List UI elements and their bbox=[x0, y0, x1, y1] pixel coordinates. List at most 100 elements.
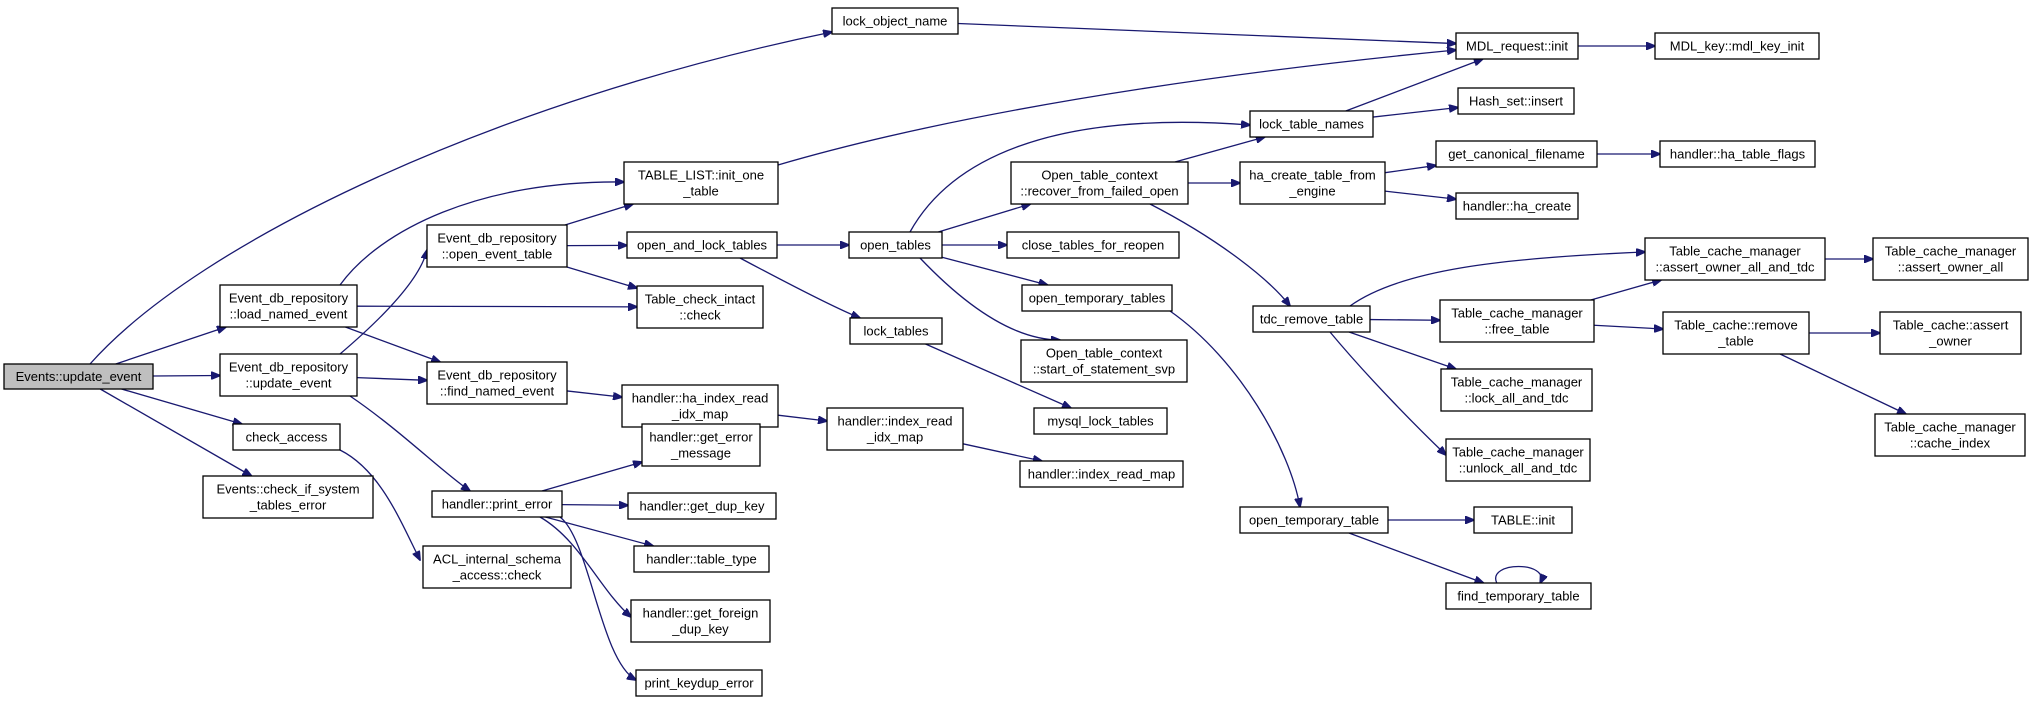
node-box[interactable] bbox=[1874, 413, 2026, 457]
node-print_keydup_error[interactable]: print_keydup_error bbox=[635, 669, 763, 697]
node-box[interactable] bbox=[1006, 231, 1180, 259]
node-table_type[interactable]: handler::table_type bbox=[633, 545, 770, 573]
edge-load_named_event-to-TABLE_LIST_init_one_table bbox=[339, 182, 624, 286]
node-mysql_lock_tables[interactable]: mysql_lock_tables bbox=[1033, 407, 1168, 435]
node-get_dup_key[interactable]: handler::get_dup_key bbox=[627, 492, 777, 520]
node-check_access[interactable]: check_access bbox=[232, 423, 341, 451]
node-TABLE_init[interactable]: TABLE::init bbox=[1473, 506, 1573, 534]
node-find_named_event[interactable]: Event_db_repository::find_named_event bbox=[426, 361, 568, 405]
node-box[interactable] bbox=[1252, 305, 1371, 333]
node-box[interactable] bbox=[1021, 284, 1173, 312]
node-TABLE_LIST_init_one_table[interactable]: TABLE_LIST::init_one_table bbox=[623, 161, 779, 205]
node-unlock_all_and_tdc[interactable]: Table_cache_manager::unlock_all_and_tdc bbox=[1445, 438, 1591, 482]
node-box[interactable] bbox=[1435, 140, 1598, 168]
node-box[interactable] bbox=[1455, 192, 1579, 220]
node-assert_owner_all_and_tdc[interactable]: Table_cache_manager::assert_owner_all_an… bbox=[1644, 237, 1826, 281]
node-box[interactable] bbox=[1644, 237, 1826, 281]
node-box[interactable] bbox=[623, 161, 779, 205]
node-lock_table_names[interactable]: lock_table_names bbox=[1249, 110, 1374, 138]
node-update_event[interactable]: Events::update_event bbox=[3, 363, 154, 390]
node-box[interactable] bbox=[1879, 311, 2022, 355]
node-cache_index[interactable]: Table_cache_manager::cache_index bbox=[1874, 413, 2026, 457]
node-box[interactable] bbox=[1445, 582, 1592, 610]
node-ha_create[interactable]: handler::ha_create bbox=[1455, 192, 1579, 220]
node-box[interactable] bbox=[641, 423, 761, 467]
node-box[interactable] bbox=[431, 490, 563, 518]
node-recover_from_failed_open[interactable]: Open_table_context::recover_from_failed_… bbox=[1010, 161, 1189, 205]
node-box[interactable] bbox=[633, 545, 770, 573]
node-ha_index_read_idx_map[interactable]: handler::ha_index_read_idx_map bbox=[621, 384, 779, 428]
node-box[interactable] bbox=[219, 353, 358, 397]
node-box[interactable] bbox=[1019, 460, 1184, 488]
node-box[interactable] bbox=[1872, 237, 2029, 281]
node-box[interactable] bbox=[635, 669, 763, 697]
node-open_temporary_table[interactable]: open_temporary_table bbox=[1239, 506, 1389, 534]
node-lock_tables[interactable]: lock_tables bbox=[849, 317, 943, 345]
node-label: Open_table_context bbox=[1041, 168, 1158, 183]
node-box[interactable] bbox=[3, 363, 154, 390]
node-box[interactable] bbox=[1654, 32, 1820, 60]
node-box[interactable] bbox=[636, 285, 764, 329]
node-ha_table_flags[interactable]: handler::ha_table_flags bbox=[1659, 140, 1816, 168]
node-open_event_table[interactable]: Event_db_repository::open_event_table bbox=[426, 224, 568, 268]
node-box[interactable] bbox=[1033, 407, 1168, 435]
node-box[interactable] bbox=[1020, 339, 1188, 383]
node-start_of_statement_svp[interactable]: Open_table_context::start_of_statement_s… bbox=[1020, 339, 1188, 383]
node-open_temporary_tables[interactable]: open_temporary_tables bbox=[1021, 284, 1173, 312]
node-Table_cache_assert_owner[interactable]: Table_cache::assert_owner bbox=[1879, 311, 2022, 355]
node-print_error[interactable]: handler::print_error bbox=[431, 490, 563, 518]
node-open_and_lock_tables[interactable]: open_and_lock_tables bbox=[626, 231, 778, 259]
node-box[interactable] bbox=[422, 545, 572, 589]
node-box[interactable] bbox=[1473, 506, 1573, 534]
node-index_read_map[interactable]: handler::index_read_map bbox=[1019, 460, 1184, 488]
node-free_table[interactable]: Table_cache_manager::free_table bbox=[1439, 299, 1595, 343]
node-Hash_set_insert[interactable]: Hash_set::insert bbox=[1457, 87, 1575, 115]
node-box[interactable] bbox=[626, 231, 778, 259]
node-box[interactable] bbox=[1440, 368, 1593, 412]
node-tdc_remove_table[interactable]: tdc_remove_table bbox=[1252, 305, 1371, 333]
node-lock_object_name[interactable]: lock_object_name bbox=[831, 7, 959, 35]
node-Table_check_intact_check[interactable]: Table_check_intact::check bbox=[636, 285, 764, 329]
node-box[interactable] bbox=[1457, 87, 1575, 115]
node-lock_all_and_tdc[interactable]: Table_cache_manager::lock_all_and_tdc bbox=[1440, 368, 1593, 412]
edge-free_table-to-Table_cache_remove_table bbox=[1593, 325, 1663, 329]
node-ACL_internal_schema_access_check[interactable]: ACL_internal_schema_access::check bbox=[422, 545, 572, 589]
node-box[interactable] bbox=[621, 384, 779, 428]
node-box[interactable] bbox=[627, 492, 777, 520]
node-assert_owner_all[interactable]: Table_cache_manager::assert_owner_all bbox=[1872, 237, 2029, 281]
node-find_temporary_table[interactable]: find_temporary_table bbox=[1445, 582, 1592, 610]
node-MDL_request_init[interactable]: MDL_request::init bbox=[1455, 32, 1579, 60]
node-open_tables[interactable]: open_tables bbox=[848, 231, 943, 259]
node-close_tables_for_reopen[interactable]: close_tables_for_reopen bbox=[1006, 231, 1180, 259]
node-box[interactable] bbox=[1239, 506, 1389, 534]
node-update_event_repo[interactable]: Event_db_repository::update_event bbox=[219, 353, 358, 397]
node-get_canonical_filename[interactable]: get_canonical_filename bbox=[1435, 140, 1598, 168]
node-box[interactable] bbox=[1249, 110, 1374, 138]
edge-update_event-to-check_if_system_tables_error bbox=[99, 388, 251, 476]
node-box[interactable] bbox=[1239, 161, 1386, 205]
node-MDL_key_mdl_key_init[interactable]: MDL_key::mdl_key_init bbox=[1654, 32, 1820, 60]
node-box[interactable] bbox=[1439, 299, 1595, 343]
node-box[interactable] bbox=[1659, 140, 1816, 168]
node-box[interactable] bbox=[1455, 32, 1579, 60]
node-box[interactable] bbox=[1445, 438, 1591, 482]
node-load_named_event[interactable]: Event_db_repository::load_named_event bbox=[219, 284, 358, 328]
node-box[interactable] bbox=[219, 284, 358, 328]
node-box[interactable] bbox=[831, 7, 959, 35]
node-box[interactable] bbox=[630, 599, 771, 643]
node-box[interactable] bbox=[1662, 311, 1810, 355]
node-ha_create_table_from_engine[interactable]: ha_create_table_from_engine bbox=[1239, 161, 1386, 205]
node-get_error_message[interactable]: handler::get_error_message bbox=[641, 423, 761, 467]
node-box[interactable] bbox=[826, 407, 964, 451]
node-box[interactable] bbox=[426, 361, 568, 405]
node-box[interactable] bbox=[426, 224, 568, 268]
node-index_read_idx_map[interactable]: handler::index_read_idx_map bbox=[826, 407, 964, 451]
node-box[interactable] bbox=[232, 423, 341, 451]
node-box[interactable] bbox=[202, 475, 374, 519]
node-box[interactable] bbox=[848, 231, 943, 259]
node-box[interactable] bbox=[849, 317, 943, 345]
node-get_foreign_dup_key[interactable]: handler::get_foreign_dup_key bbox=[630, 599, 771, 643]
node-check_if_system_tables_error[interactable]: Events::check_if_system_tables_error bbox=[202, 475, 374, 519]
node-Table_cache_remove_table[interactable]: Table_cache::remove_table bbox=[1662, 311, 1810, 355]
node-box[interactable] bbox=[1010, 161, 1189, 205]
